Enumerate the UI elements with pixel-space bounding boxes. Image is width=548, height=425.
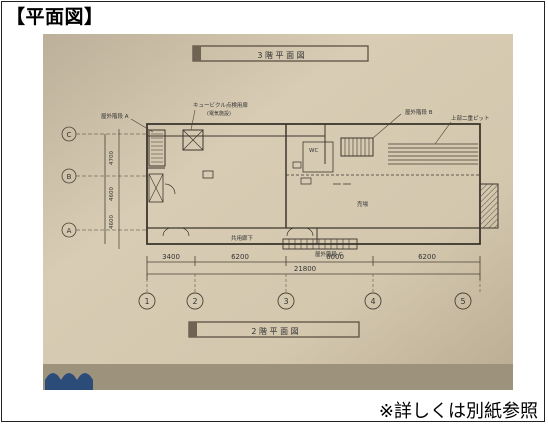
column-grid-lines	[146, 274, 481, 294]
dim-1: 3400	[162, 253, 180, 261]
column-label-1: 1	[144, 297, 149, 306]
pit-leader	[434, 121, 452, 145]
floor-plan-photo: 3 階 平 面 図 WC 売場	[43, 34, 513, 390]
stair-b-leader	[372, 113, 402, 139]
door-arc-1	[164, 183, 176, 195]
dim-2: 6200	[231, 253, 249, 261]
dark-corner	[43, 364, 513, 390]
row-label-c: C	[67, 131, 72, 139]
row-dim-3: 4600	[109, 215, 115, 229]
dim-total: 21800	[294, 265, 316, 273]
column-grid-5: 5	[454, 292, 472, 310]
dim-4: 6200	[418, 253, 436, 261]
dim-ticks	[146, 256, 481, 280]
row-grid-c: C	[61, 126, 147, 142]
column-grid-3: 3	[277, 292, 295, 310]
column-grid-1: 1	[138, 292, 156, 310]
row-grid-b: B	[61, 168, 147, 184]
column-label-5: 5	[460, 297, 465, 306]
fixture-box	[202, 170, 214, 179]
front-wall	[146, 227, 318, 245]
stair-b-label: 屋外階段 B	[405, 108, 433, 116]
cubicle-sublabel: (電気施設)	[207, 110, 231, 117]
row-dim-2: 4600	[109, 187, 115, 201]
stair-a-leader	[130, 118, 154, 133]
section-heading: 【平面図】	[6, 6, 104, 28]
row-label-a: A	[67, 227, 72, 235]
storage-cross	[148, 173, 164, 203]
wc-label: WC	[309, 148, 318, 154]
door-arc-2	[162, 227, 314, 237]
entrance-hatch	[479, 183, 499, 229]
pit-hatch-lines	[388, 143, 478, 165]
paper-background	[43, 34, 513, 390]
pit-label: 上部二重ピット	[451, 114, 490, 122]
stair-a	[148, 129, 166, 167]
row-label-b: B	[67, 173, 72, 181]
top-title-edge	[193, 46, 201, 61]
row-grid-a: A	[61, 222, 147, 238]
row-dim-1: 4700	[109, 151, 115, 165]
wc-area	[302, 141, 334, 173]
stair-a-label: 屋外階段 A	[101, 112, 129, 120]
column-grid-2: 2	[186, 292, 204, 310]
stair-c	[282, 238, 358, 250]
cubicle-cross	[182, 129, 204, 151]
column-label-2: 2	[192, 297, 197, 306]
stair-c-label: 屋外階段 C	[315, 250, 343, 258]
corridor-label: 共用廊下	[231, 234, 254, 242]
top-title-text: 3 階 平 面 図	[257, 50, 304, 60]
bottom-title-edge	[189, 322, 197, 337]
column-label-4: 4	[370, 297, 375, 306]
sales-floor-label: 売場	[357, 200, 369, 208]
corner-decoration	[45, 373, 93, 390]
cubicle-label: キュービクル点検用扉	[193, 101, 248, 109]
cubicle-leader	[190, 109, 196, 131]
dim-3: 6000	[326, 253, 344, 261]
bottom-title-text: 2 階 平 面 図	[251, 326, 298, 336]
cubicle-box	[182, 129, 204, 151]
column-grid-4: 4	[364, 292, 382, 310]
stair-b	[340, 137, 374, 157]
storage-box	[148, 173, 164, 203]
footnote: ※詳しくは別紙参照	[378, 401, 538, 422]
wc-fixtures	[292, 161, 351, 185]
column-label-3: 3	[283, 297, 288, 306]
